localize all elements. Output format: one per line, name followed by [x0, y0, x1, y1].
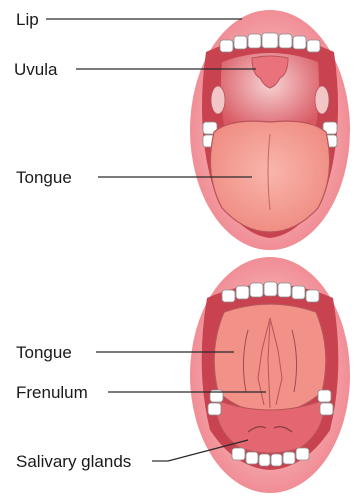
mouth-tongue-raised-view [190, 257, 350, 493]
label-tongue-top: Tongue [16, 168, 72, 187]
left-tonsil [211, 86, 225, 114]
label-tongue-bottom: Tongue [16, 343, 72, 362]
label-salivary-glands: Salivary glands [16, 452, 131, 471]
label-frenulum: Frenulum [16, 383, 88, 402]
label-lip: Lip [16, 10, 39, 29]
label-uvula: Uvula [14, 60, 58, 79]
mouth-open-view [190, 10, 350, 250]
right-tonsil [315, 86, 329, 114]
